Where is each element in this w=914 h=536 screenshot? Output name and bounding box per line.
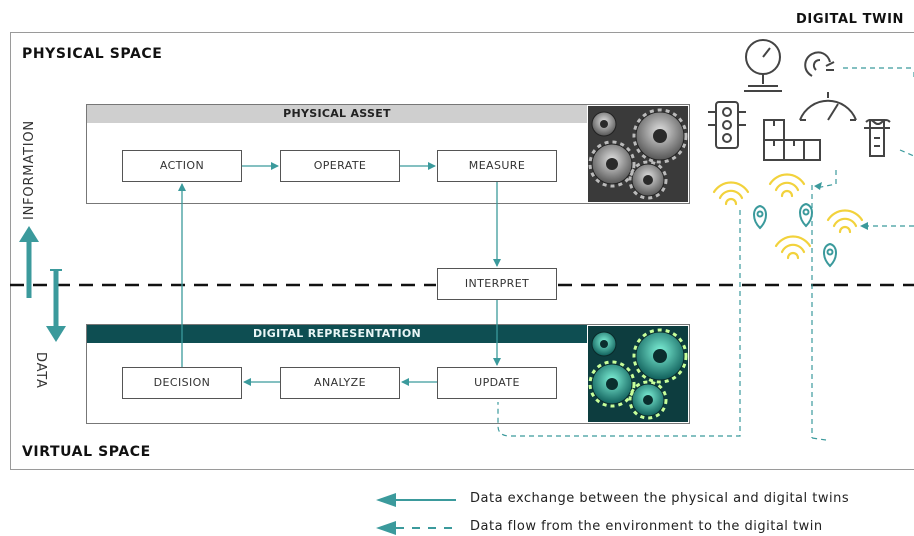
traffic-light-icon — [708, 101, 746, 149]
digital-representation-header: DIGITAL REPRESENTATION — [87, 325, 587, 343]
location-pin-icon — [799, 202, 813, 228]
boxes-icon — [763, 119, 821, 161]
virtual-space-label: VIRTUAL SPACE — [22, 444, 151, 460]
digital-gears-image — [588, 326, 688, 422]
location-pin-icon — [823, 242, 837, 268]
speedometer-icon — [799, 92, 857, 121]
physical-gears-image — [588, 106, 688, 202]
wifi-signal-icon — [768, 173, 806, 198]
measure-step: MEASURE — [437, 150, 557, 182]
legend-dashed-arrow-icon — [376, 521, 456, 535]
wifi-signal-icon — [774, 235, 812, 260]
dashed-flow-gauge — [815, 170, 837, 189]
physical-asset-header: PHYSICAL ASSET — [87, 105, 587, 123]
water-level-icon — [864, 119, 891, 157]
pressure-gauge-icon — [744, 39, 782, 92]
data-arrow-icon — [46, 269, 66, 342]
decision-step: DECISION — [122, 367, 242, 399]
digital-gears-icon — [588, 326, 688, 422]
wifi-signal-icon — [826, 209, 864, 234]
outer-frame — [10, 32, 914, 470]
location-pin-icon — [753, 204, 767, 230]
information-arrow-icon — [19, 226, 39, 298]
action-step: ACTION — [122, 150, 242, 182]
gears-icon — [588, 106, 688, 202]
legend-solid-label: Data exchange between the physical and d… — [470, 491, 850, 506]
operate-step: OPERATE — [280, 150, 400, 182]
dashed-flow-1 — [497, 210, 741, 437]
diagram-title: DIGITAL TWIN — [796, 12, 904, 27]
analyze-step: ANALYZE — [280, 367, 400, 399]
interpret-step: INTERPRET — [437, 268, 557, 300]
update-step: UPDATE — [437, 367, 557, 399]
legend-solid-arrow-icon — [376, 493, 456, 507]
physical-space-label: PHYSICAL SPACE — [22, 46, 163, 62]
flame-sensor-icon — [804, 51, 835, 77]
legend-dashed-label: Data flow from the environment to the di… — [470, 519, 823, 534]
wifi-signal-icon — [712, 181, 750, 206]
